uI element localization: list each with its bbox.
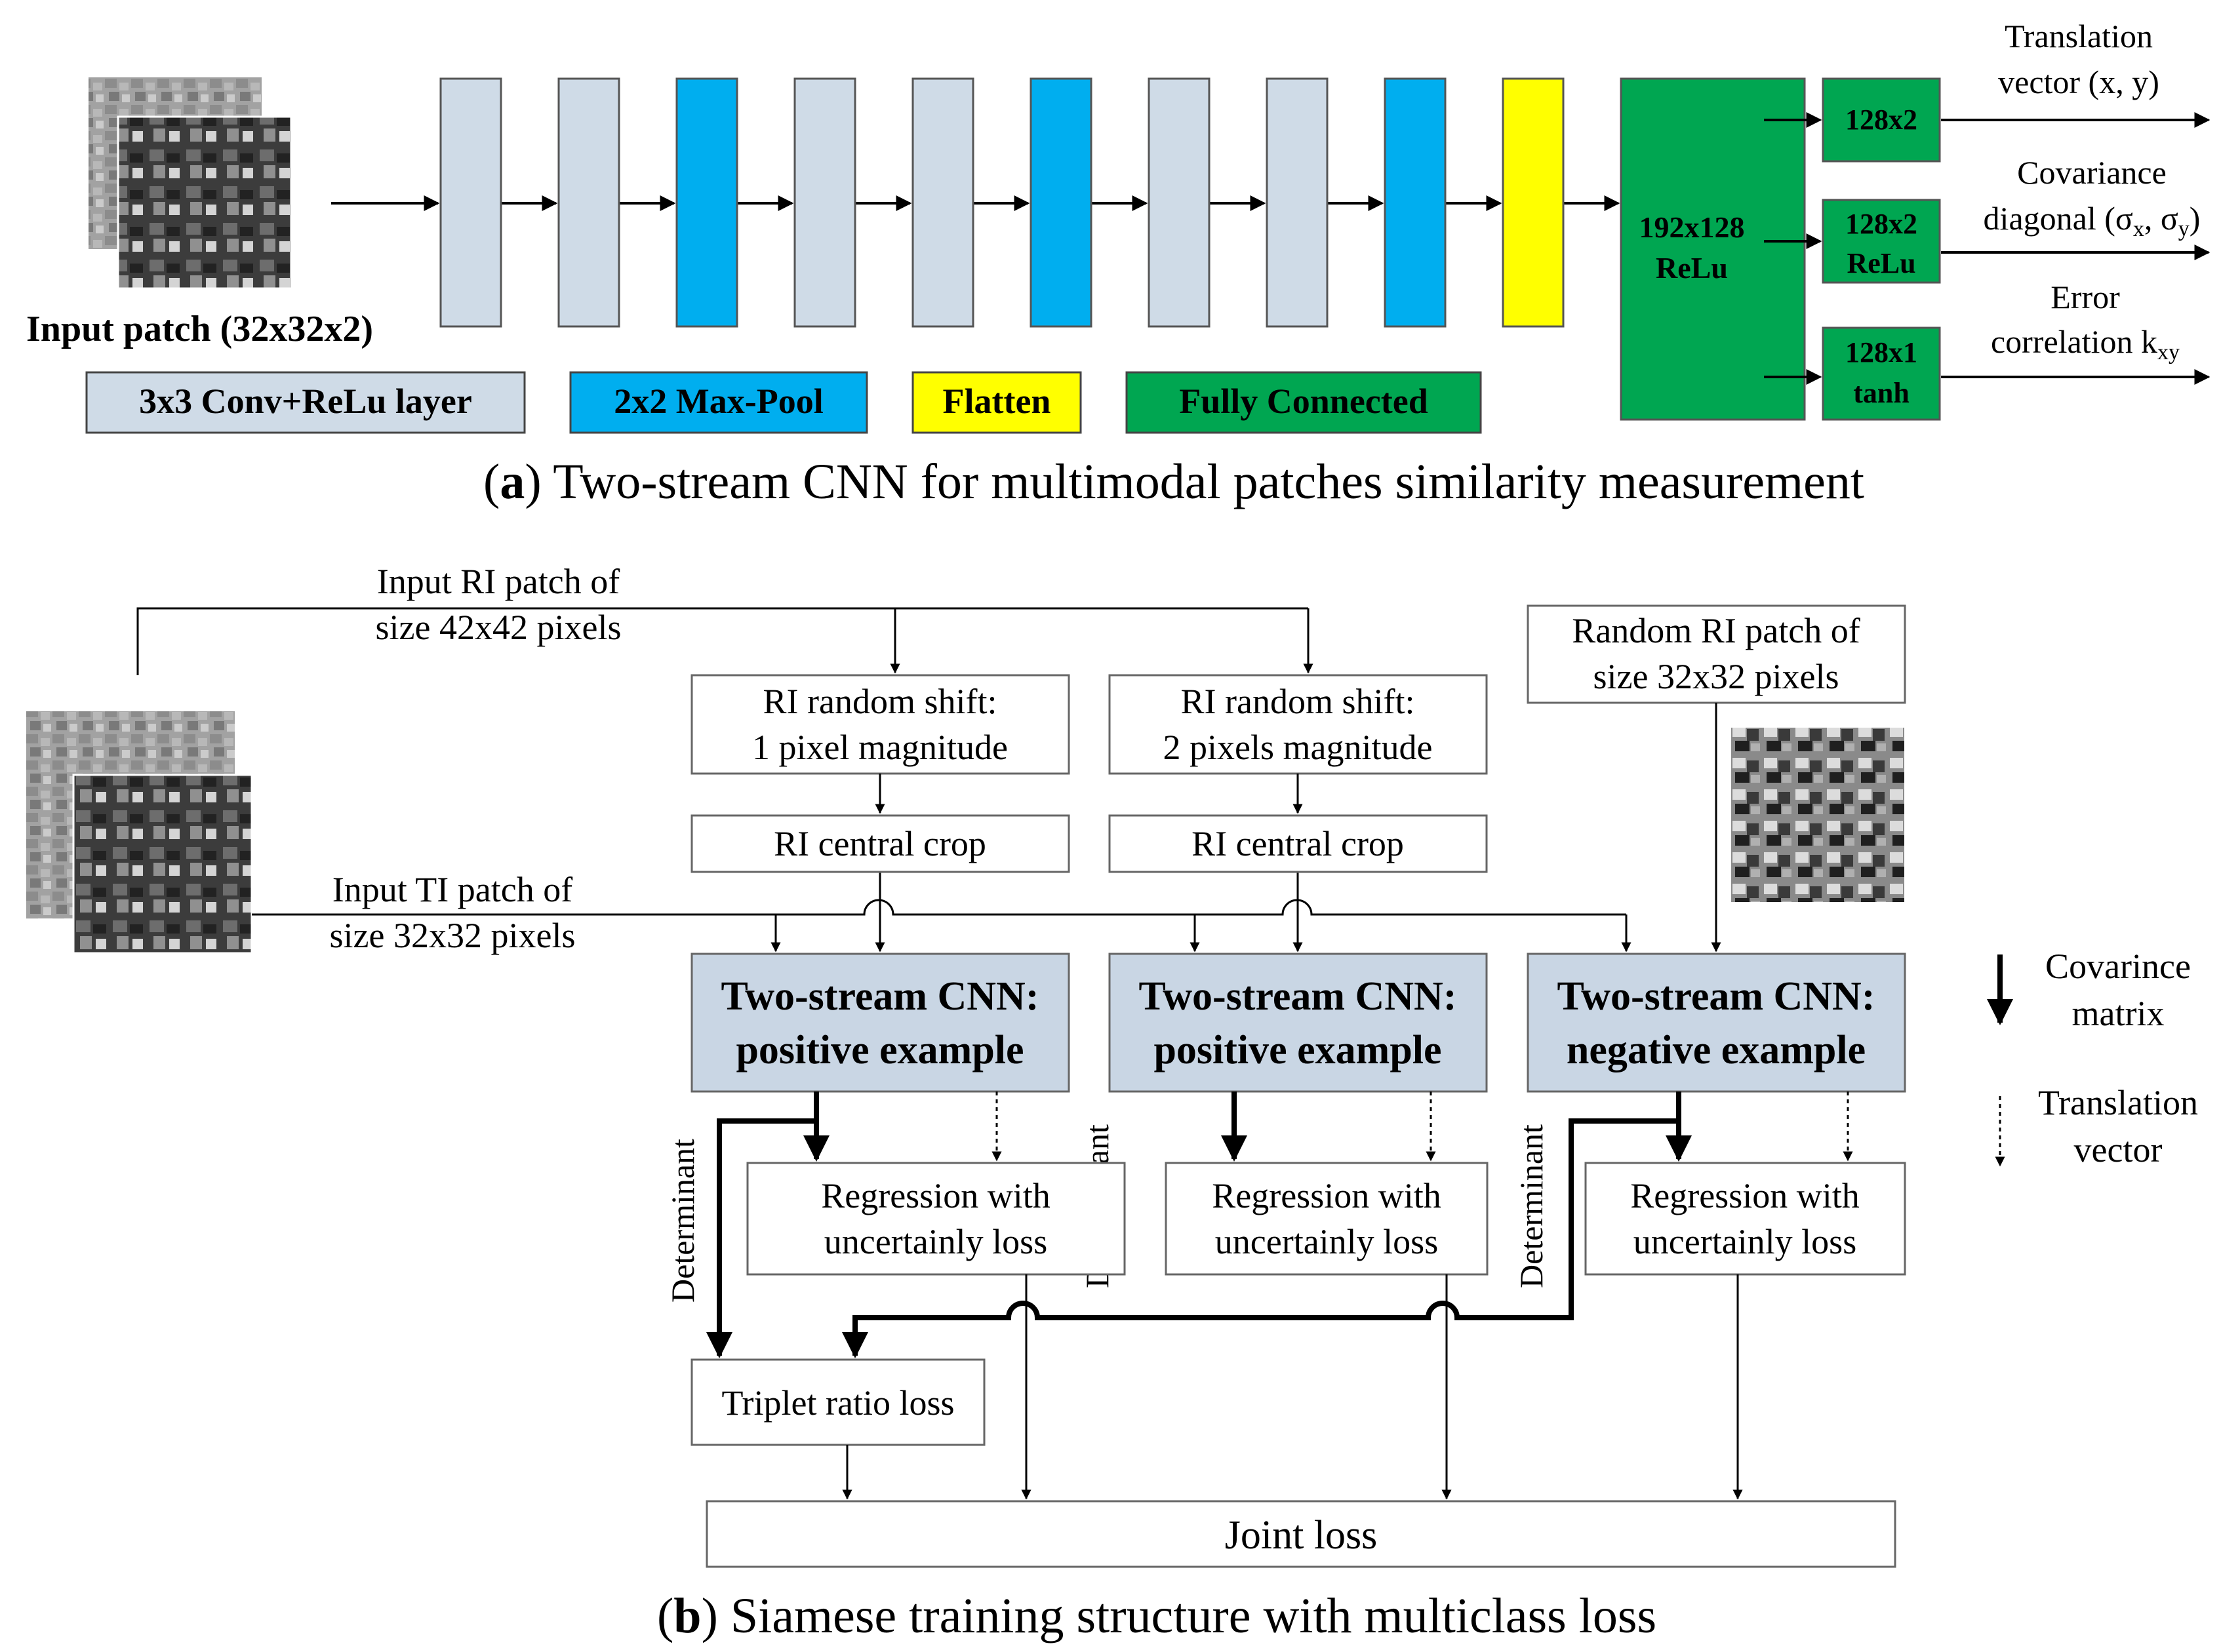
covariance-output-line-1: Covariance <box>2017 154 2167 191</box>
random-ri-line-1: Random RI patch of <box>1572 611 1860 650</box>
head-correlation-label-1: 128x1 <box>1845 336 1917 368</box>
conv-layer-6 <box>1266 77 1329 328</box>
caption-b: (b) Siamese training structure with mult… <box>657 1588 1656 1643</box>
legend-covariance-line-1: Covarince <box>2045 947 2191 986</box>
fc-main-line-2: ReLu <box>1656 251 1728 285</box>
pool-layer-2 <box>1030 77 1092 328</box>
triplet-box <box>690 1358 986 1446</box>
translation-arrows <box>991 1092 1853 1162</box>
legend-pool-swatch <box>569 371 868 434</box>
input-patch-images <box>89 77 292 290</box>
input-images-b <box>26 711 253 954</box>
covariance-arrows <box>706 1092 1692 1358</box>
panel-b: Input RI patch of size 42x42 pixels Inpu… <box>26 562 2198 1643</box>
shift-2-line-1: RI random shift: <box>1181 682 1415 721</box>
regression-3-line-1: Regression with <box>1630 1176 1859 1215</box>
translation-output-line-1: Translation <box>2005 18 2153 54</box>
cnn-negative-line-2: negative example <box>1567 1028 1866 1072</box>
legend-fc-label: Fully Connected <box>1179 382 1428 421</box>
shift-1-line-2: 1 pixel magnitude <box>752 728 1008 767</box>
head-translation-box <box>1822 77 1941 163</box>
covariance-output-line-2: diagonal (σx, σy) <box>1984 200 2201 241</box>
regression-2-line-2: uncertainly loss <box>1215 1222 1438 1261</box>
fc-main-line-1: 192x128 <box>1639 210 1745 244</box>
legend-translation-line-1: Translation <box>2038 1083 2198 1122</box>
cnn-positive-2-line-1: Two-stream CNN: <box>1139 974 1457 1019</box>
cnn-positive-1-line-1: Two-stream CNN: <box>721 974 1039 1019</box>
triplet-label: Triplet ratio loss <box>721 1383 954 1423</box>
head-translation-label: 128x2 <box>1845 104 1917 136</box>
regression-3-line-2: uncertainly loss <box>1633 1222 1856 1261</box>
cnn-positive-1-box <box>690 953 1070 1093</box>
legend-flatten-swatch <box>911 371 1082 434</box>
ri-input-label-1: Input RI patch of <box>377 562 620 601</box>
regression-1-line-1: Regression with <box>821 1176 1050 1215</box>
legend-covariance-line-2: matrix <box>2072 994 2165 1033</box>
shift-1-box <box>690 674 1070 775</box>
determinant-label-3: Determinant <box>1513 1124 1550 1288</box>
legend-translation-line-2: vector <box>2074 1130 2163 1170</box>
joint-loss-label: Joint loss <box>1225 1513 1378 1558</box>
pool-layer-1 <box>675 77 738 328</box>
cnn-positive-2-box <box>1108 953 1488 1093</box>
head-arrows <box>1764 112 2211 385</box>
cnn-positive-2-line-2: positive example <box>1153 1028 1441 1072</box>
regression-2-box <box>1165 1162 1489 1276</box>
legend-a: 3x3 Conv+ReLu layer 2x2 Max-Pool Flatten… <box>85 371 1482 434</box>
flatten-layer <box>1502 77 1565 328</box>
panel-a: Input patch (32x32x2) <box>26 18 2211 509</box>
shift-2-box <box>1108 674 1488 775</box>
head-correlation-label-2: tanh <box>1853 377 1910 409</box>
conv-layer-3 <box>793 77 856 328</box>
legend-conv-label: 3x3 Conv+ReLu layer <box>139 382 472 421</box>
caption-a: (a) Two-stream CNN for multimodal patche… <box>483 454 1864 509</box>
ti-input-label-1: Input TI patch of <box>332 870 572 909</box>
legend-conv-swatch <box>85 371 526 434</box>
fc-main-block <box>1620 77 1806 421</box>
correlation-output-line-1: Error <box>2051 279 2120 315</box>
joint-loss-arrows <box>842 1274 1743 1500</box>
random-ri-image <box>1731 728 1904 902</box>
ti-input-label-2: size 32x32 pixels <box>330 916 576 955</box>
conv-layer-2 <box>557 77 620 328</box>
conv-layer-1 <box>439 77 502 328</box>
central-crop-1-box <box>690 814 1070 873</box>
ri-feed-lines <box>136 607 1313 675</box>
central-crop-2-box <box>1108 814 1488 873</box>
conv-layer-5 <box>1148 77 1211 328</box>
input-patch-label: Input patch (32x32x2) <box>26 309 373 349</box>
layer-bars <box>439 77 1565 328</box>
translation-output-line-2: vector (x, y) <box>1998 64 2159 100</box>
joint-loss-box <box>706 1500 1896 1568</box>
head-covariance-box <box>1822 199 1941 284</box>
ri-input-label-2: size 42x42 pixels <box>376 608 622 647</box>
legend-flatten-label: Flatten <box>943 382 1051 421</box>
central-crop-2-label: RI central crop <box>1191 824 1404 863</box>
cnn-negative-line-1: Two-stream CNN: <box>1557 974 1875 1019</box>
legend-fc-swatch <box>1125 371 1482 434</box>
shift-to-crop-arrows <box>875 774 1303 953</box>
regression-3-box <box>1584 1162 1906 1276</box>
shift-1-line-1: RI random shift: <box>763 682 997 721</box>
regression-1-line-2: uncertainly loss <box>824 1222 1047 1261</box>
legend-b: Covarince matrix Translation vector <box>1987 947 2198 1170</box>
cnn-positive-1-line-2: positive example <box>736 1028 1024 1072</box>
pool-layer-3 <box>1384 77 1447 328</box>
head-covariance-label-1: 128x2 <box>1845 208 1917 240</box>
head-covariance-label-2: ReLu <box>1847 247 1915 279</box>
legend-pool-label: 2x2 Max-Pool <box>614 382 823 421</box>
head-correlation-box <box>1822 326 1941 421</box>
random-ri-line-2: size 32x32 pixels <box>1593 657 1839 696</box>
correlation-output-line-2: correlation kxy <box>1991 323 2180 364</box>
central-crop-1-label: RI central crop <box>774 824 986 863</box>
regression-2-line-1: Regression with <box>1212 1176 1441 1215</box>
determinant-label-1: Determinant <box>664 1139 701 1303</box>
conv-layer-4 <box>911 77 974 328</box>
regression-1-box <box>746 1162 1126 1276</box>
random-ri-box <box>1527 604 1906 704</box>
ti-feed-lines <box>252 899 1631 953</box>
shift-2-line-2: 2 pixels magnitude <box>1163 728 1433 767</box>
cnn-negative-box <box>1527 953 1906 1093</box>
